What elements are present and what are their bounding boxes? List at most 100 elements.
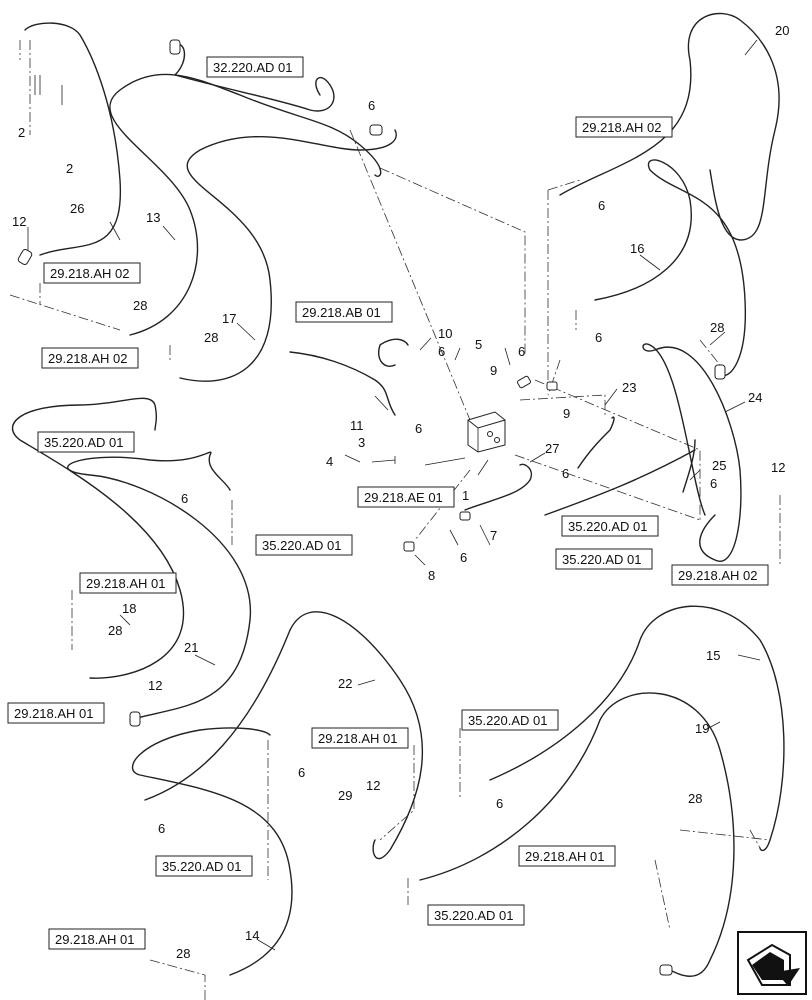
callout-12c: 12 — [148, 678, 162, 693]
svg-text:29.218.AH 01: 29.218.AH 01 — [86, 576, 166, 591]
hose-15 — [489, 605, 785, 852]
callout-24: 23 — [622, 380, 636, 395]
fitting-9a — [517, 375, 531, 389]
callout-6j: 6 — [181, 491, 188, 506]
callout-1: 1 — [462, 488, 469, 503]
ref-35-220-ad-01-bottom-left[interactable]: 35.220.AD 01 — [155, 855, 253, 877]
callout-4: 4 — [326, 454, 333, 469]
callout-2a: 2 — [18, 125, 25, 140]
callout-6e: 6 — [518, 344, 525, 359]
callout-6k: 6 — [298, 765, 305, 780]
ref-35-220-ad-01-right[interactable]: 35.220.AD 01 — [561, 515, 659, 537]
ref-29-218-ah-02-right[interactable]: 29.218.AH 02 — [671, 564, 769, 586]
callout-15: 15 — [706, 648, 720, 663]
callout-25: 24 — [748, 390, 762, 405]
routing-lines — [9, 40, 781, 1000]
callout-6m: 6 — [158, 821, 165, 836]
hardware — [17, 39, 726, 976]
ref-32-220-ad-01[interactable]: 32.220.AD 01 — [206, 56, 304, 78]
hose-20 — [559, 12, 780, 241]
ref-35-220-ad-01-bottom[interactable]: 35.220.AD 01 — [427, 904, 525, 926]
hose-21 — [66, 451, 251, 721]
hose-18 — [11, 397, 185, 679]
ref-35-220-ad-01-mid[interactable]: 35.220.AD 01 — [461, 709, 559, 731]
hoses — [11, 12, 785, 977]
callout-8: 8 — [428, 568, 435, 583]
ref-29-218-ah-02-mid[interactable]: 29.218.AH 02 — [41, 347, 139, 369]
svg-text:29.218.AH 02: 29.218.AH 02 — [48, 351, 128, 366]
svg-text:29.218.AH 01: 29.218.AH 01 — [14, 706, 94, 721]
callout-20: 20 — [775, 23, 789, 38]
end-fitting-c — [169, 39, 181, 55]
callout-6a: 6 — [368, 98, 375, 113]
callout-19: 19 — [695, 721, 709, 736]
svg-text:29.218.AH 02: 29.218.AH 02 — [678, 568, 758, 583]
end-fitting-a — [129, 711, 141, 727]
callout-6b: 6 — [598, 198, 605, 213]
callout-22: 26 — [70, 201, 84, 216]
end-fitting-f — [659, 964, 673, 976]
svg-text:29.218.AH 01: 29.218.AH 01 — [55, 932, 135, 947]
svg-text:35.220.AD 01: 35.220.AD 01 — [262, 538, 342, 553]
callout-21: 21 — [184, 640, 198, 655]
callout-14: 14 — [245, 928, 259, 943]
ref-29-218-ae-01[interactable]: 29.218.AE 01 — [357, 486, 455, 508]
svg-text:29.218.AH 01: 29.218.AH 01 — [525, 849, 605, 864]
callout-5: 5 — [475, 337, 482, 352]
end-fitting-b — [17, 249, 33, 265]
callout-28a: 28 — [710, 320, 724, 335]
next-page-arrow-icon[interactable] — [737, 931, 807, 995]
ref-29-218-ah-01-right[interactable]: 29.218.AH 01 — [518, 845, 616, 867]
callout-28f: 28 — [176, 946, 190, 961]
hose-19 — [419, 692, 735, 977]
svg-text:35.220.AD 01: 35.220.AD 01 — [162, 859, 242, 874]
callout-9a: 9 — [490, 363, 497, 378]
callout-6d: 6 — [438, 344, 445, 359]
svg-text:35.220.AD 01: 35.220.AD 01 — [562, 552, 642, 567]
ref-29-218-ah-01-left[interactable]: 29.218.AH 01 — [79, 572, 177, 594]
hose-10 — [378, 338, 409, 367]
ref-29-218-ah-01-left-lower[interactable]: 29.218.AH 01 — [7, 702, 105, 724]
fitting-7 — [459, 511, 471, 521]
ref-29-218-ab-01[interactable]: 29.218.AB 01 — [295, 301, 393, 323]
svg-text:29.218.AH 01: 29.218.AH 01 — [318, 731, 398, 746]
valve-block — [467, 411, 506, 453]
callout-6i: 6 — [460, 550, 467, 565]
callout-11: 11 — [350, 418, 364, 433]
svg-text:29.218.AB 01: 29.218.AB 01 — [302, 305, 381, 320]
callout-7: 7 — [490, 528, 497, 543]
hose-11 — [289, 351, 396, 416]
callout-12a: 12 — [12, 214, 26, 229]
callout-6g: 6 — [562, 466, 569, 481]
leader-lines — [27, 39, 761, 951]
callout-13: 13 — [146, 210, 160, 225]
callout-27: 27 — [545, 441, 559, 456]
svg-text:29.218.AE 01: 29.218.AE 01 — [364, 490, 443, 505]
hose-24 — [577, 416, 615, 469]
svg-text:35.220.AD 01: 35.220.AD 01 — [568, 519, 648, 534]
callout-6c: 6 — [595, 330, 602, 345]
ref-35-220-ad-01-center[interactable]: 35.220.AD 01 — [255, 534, 353, 556]
ref-29-218-ah-01-center[interactable]: 29.218.AH 01 — [311, 727, 409, 749]
svg-text:29.218.AH 02: 29.218.AH 02 — [50, 266, 130, 281]
fitting-8 — [403, 541, 415, 552]
ref-35-220-ad-01-left[interactable]: 35.220.AD 01 — [37, 431, 135, 453]
svg-text:35.220.AD 01: 35.220.AD 01 — [44, 435, 124, 450]
callout-6l: 6 — [496, 796, 503, 811]
callout-28c: 28 — [204, 330, 218, 345]
ref-29-218-ah-02-top[interactable]: 29.218.AH 02 — [575, 116, 673, 138]
end-fitting-d — [369, 124, 383, 136]
ref-35-220-ad-01-lower[interactable]: 35.220.AD 01 — [555, 548, 653, 570]
callout-16: 16 — [630, 241, 644, 256]
hose-23 — [144, 611, 424, 859]
end-fitting-e — [714, 364, 726, 380]
callout-28e: 28 — [688, 791, 702, 806]
callout-2b: 2 — [66, 161, 73, 176]
ref-29-218-ah-01-bottom[interactable]: 29.218.AH 01 — [48, 928, 146, 950]
hose-17 — [179, 129, 397, 382]
callout-6h: 6 — [710, 476, 717, 491]
ref-29-218-ah-02-left[interactable]: 29.218.AH 02 — [43, 262, 141, 284]
callout-labels: 20 26 13 12 2 2 6 6 16 6 28 24 28 28 17 … — [12, 23, 789, 961]
callout-3: 3 — [358, 435, 365, 450]
